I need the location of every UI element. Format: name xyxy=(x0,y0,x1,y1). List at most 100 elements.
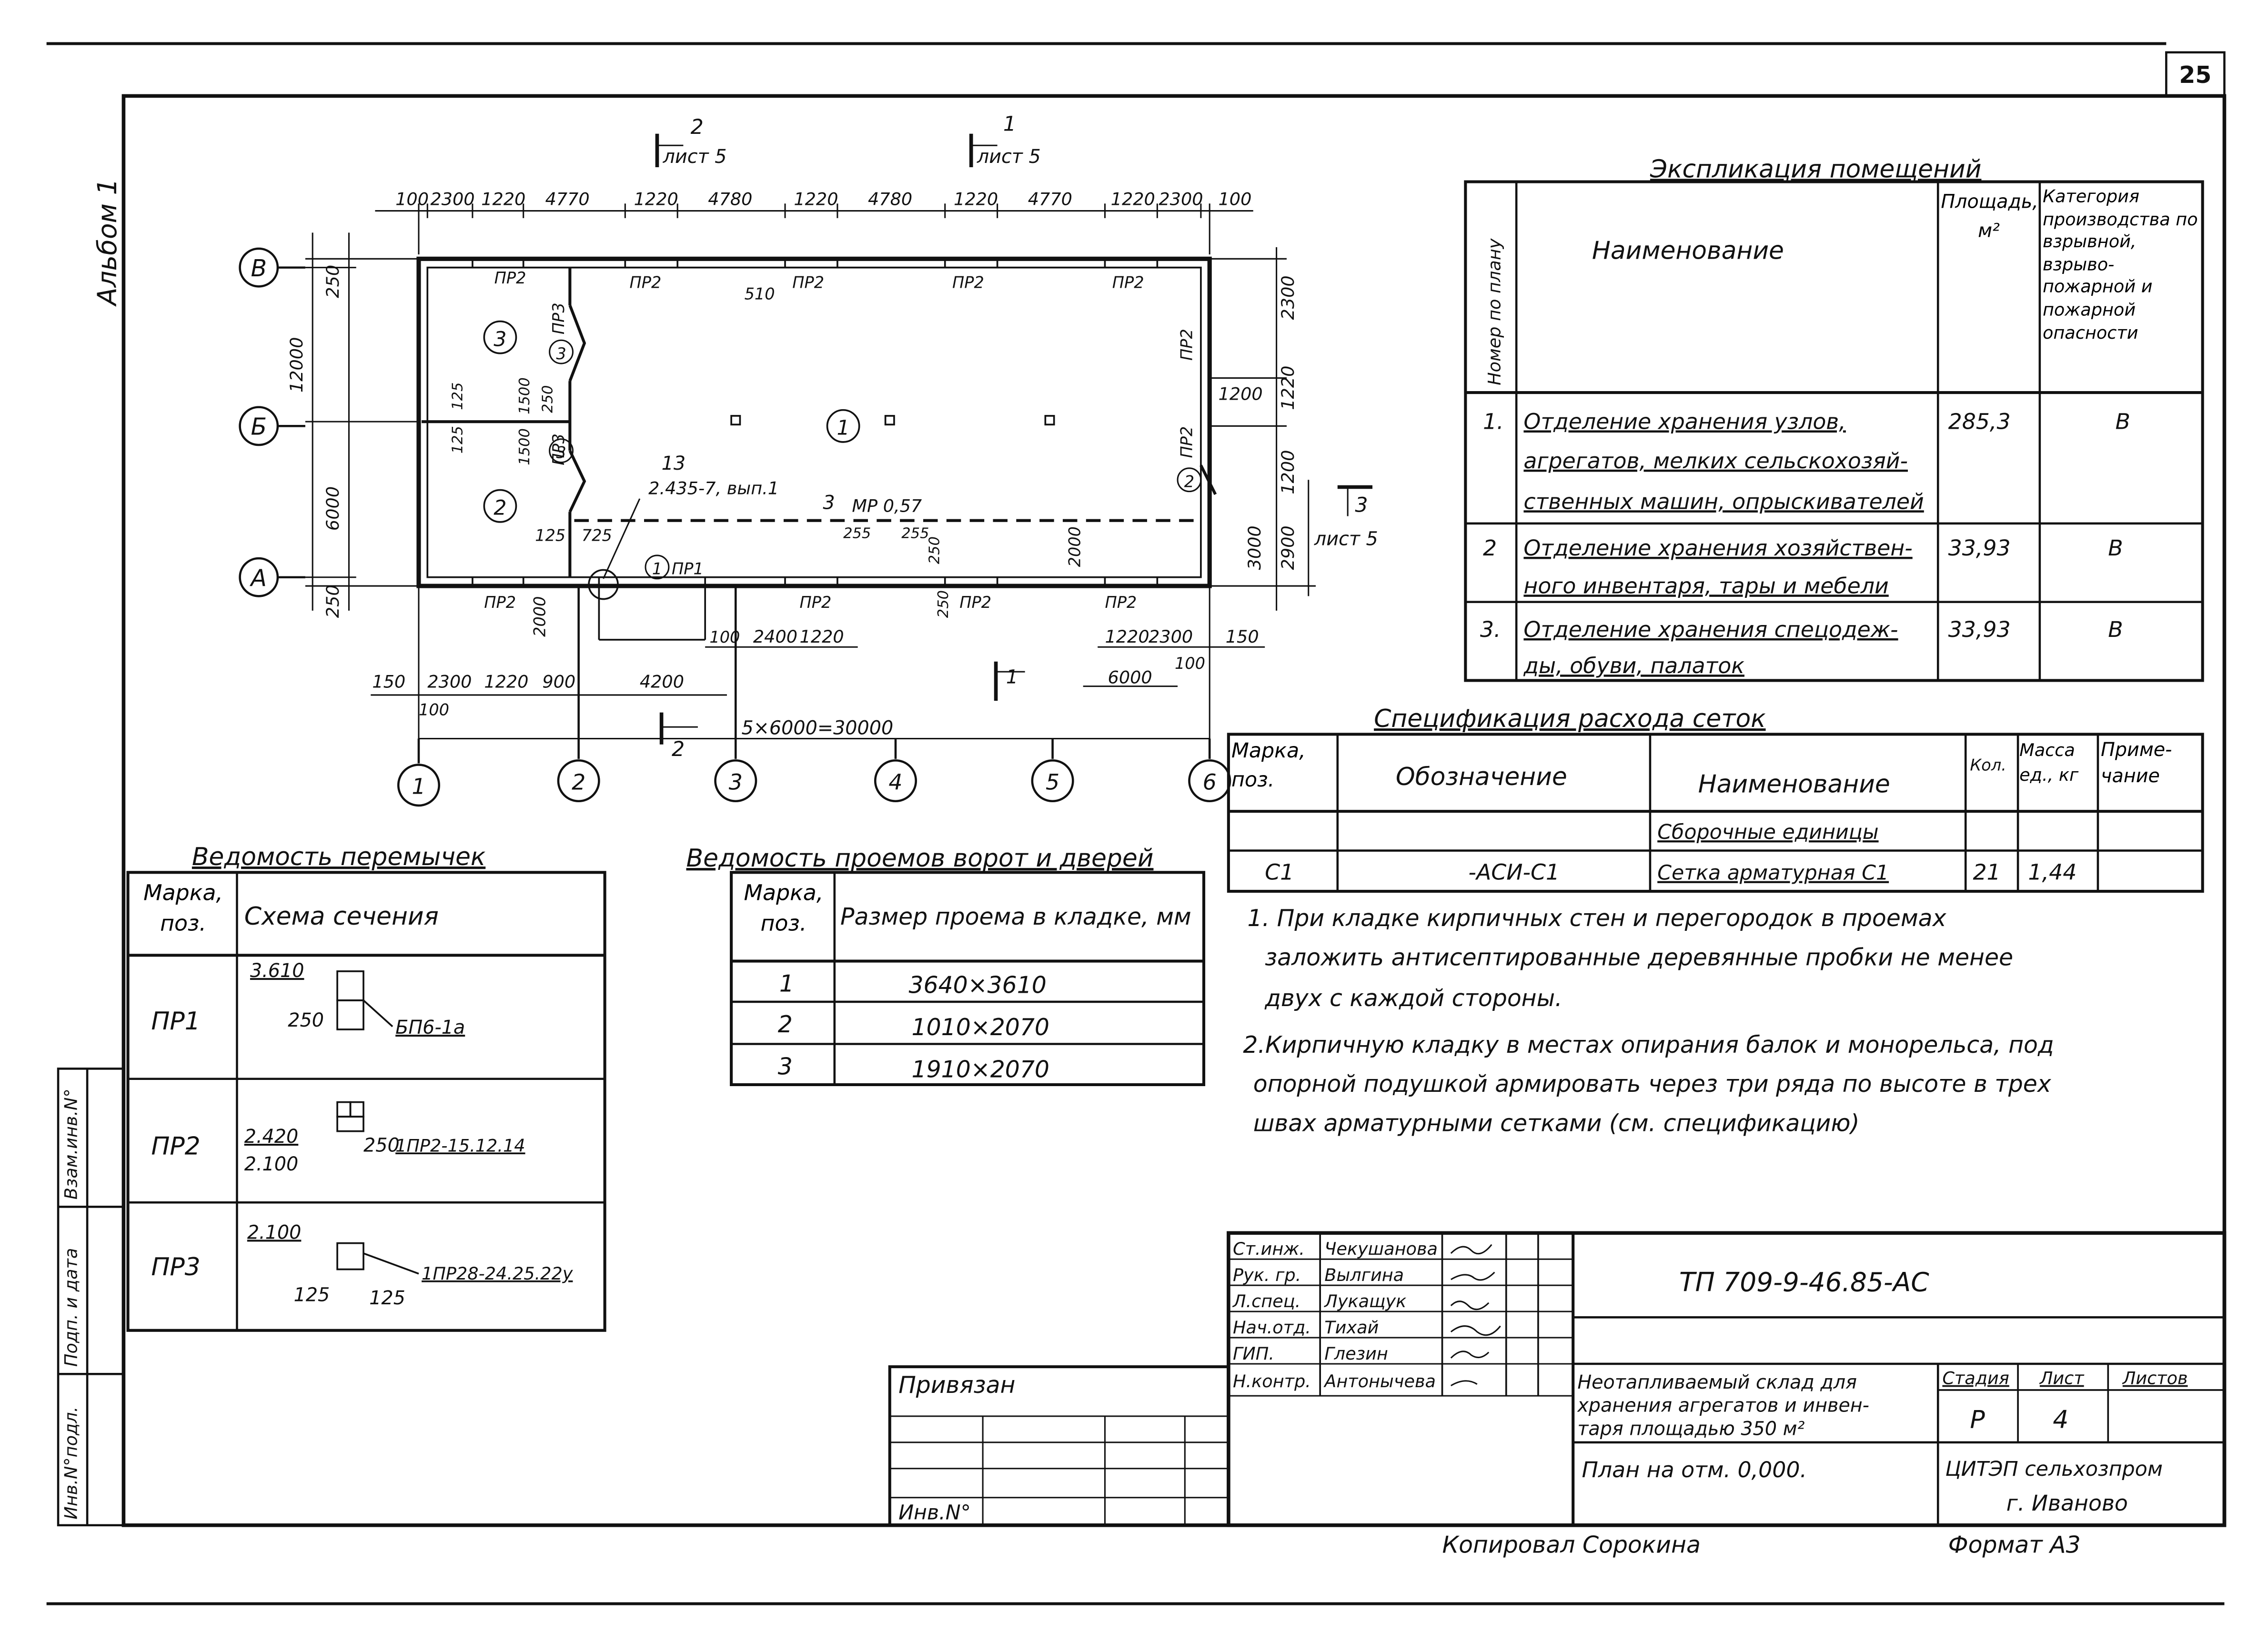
note-ref: 2.435-7, вып.1 xyxy=(648,478,779,499)
lintel-tag-1: ПР1 xyxy=(672,560,704,578)
opening-size: 1010×2070 xyxy=(912,1014,1049,1041)
lintel-tag: ПР2 xyxy=(800,593,832,612)
stamp-name: Вылгина xyxy=(1324,1265,1404,1285)
bottom-dim: 1220 xyxy=(484,672,528,692)
stamp-copied: Копировал Сорокина xyxy=(1442,1532,1701,1559)
left-dim: 12000 xyxy=(286,337,307,393)
stamp-code: ТП 709-9-46.85-АС xyxy=(1679,1267,1929,1297)
note-leader xyxy=(603,498,641,579)
opening-size: 1910×2070 xyxy=(912,1056,1049,1083)
mesh-qty: 21 xyxy=(1973,860,2000,885)
explication-cat: В xyxy=(2108,535,2123,561)
stamp-stage: Р xyxy=(1970,1405,1985,1434)
room-number: 1 xyxy=(837,416,850,440)
note-line: двух с каждой стороны. xyxy=(1264,985,1562,1012)
explication-name: ды, обуви, палаток xyxy=(1523,653,1744,678)
stamp-inventory: Инв.N° xyxy=(898,1501,971,1525)
lintel-dim: 2.100 xyxy=(247,1221,302,1243)
mp-label: МР 0,57 xyxy=(852,495,922,516)
axis-row-label: Б xyxy=(251,413,266,441)
room-number: 3 xyxy=(494,327,506,351)
mesh-header-note: Приме-чание xyxy=(2101,740,2172,788)
bottom-dim: 150 xyxy=(372,672,405,692)
album-label: Альбом 1 xyxy=(92,179,122,307)
explication-name: Отделение хранения спецодеж- xyxy=(1523,617,1898,642)
stamp-role: Л.спец. xyxy=(1232,1291,1300,1311)
stamp-name: Тихай xyxy=(1324,1317,1379,1338)
top-dims: 100 2300 1220 4770 1220 4780 1220 4780 1… xyxy=(395,189,1251,209)
stamp-role: ГИП. xyxy=(1233,1343,1274,1364)
top-dim: 2300 xyxy=(430,189,474,209)
mp-num: 3 xyxy=(823,492,835,514)
stamp-role: Ст.инж. xyxy=(1233,1239,1305,1259)
explication-grid xyxy=(1464,180,2204,682)
bottom-dim: 4200 xyxy=(640,672,684,692)
window-marks xyxy=(472,259,1159,586)
inner-dim: 125 xyxy=(450,426,466,454)
mesh-header-mark: Марка, поз. xyxy=(1231,740,1306,792)
lintel-section-pr1 xyxy=(336,970,393,1030)
stamp-org: ЦИТЭП сельхозпром xyxy=(1945,1457,2163,1481)
note-line: 1. При кладке кирпичных стен и перегород… xyxy=(1248,905,1947,932)
stamp-signatures xyxy=(1450,1244,1501,1387)
opening-size: 3640×3610 xyxy=(908,972,1046,999)
note-ref-num: 13 xyxy=(662,453,685,474)
lintel-tag: ПР2 xyxy=(959,593,991,612)
section-1-num: 1 xyxy=(1003,112,1016,136)
inner-dim: 1500 xyxy=(516,428,533,465)
lintels-header-mark-fo: Марка, поз. xyxy=(143,880,223,937)
explication-header-cat-fo: Категория производства по взрывной, взры… xyxy=(2043,186,2198,343)
explication-num: 2 xyxy=(1483,535,1497,561)
columns xyxy=(730,415,1055,426)
section-marker-2: 2 лист 5 xyxy=(655,115,727,168)
explication-num: 1. xyxy=(1483,409,1504,434)
inner-dim: 125 xyxy=(535,526,565,544)
right-dim: 2900 xyxy=(1278,525,1298,570)
mesh-header-note-fo: Приме-чание xyxy=(2101,740,2172,788)
lintel-tag: ПР2 xyxy=(1178,426,1196,458)
axis-col-label: 3 xyxy=(729,769,743,795)
top-dim: 100 xyxy=(1219,189,1252,209)
explication-area: 285,3 xyxy=(1948,409,2011,434)
stamp-role: Нач.отд. xyxy=(1233,1317,1311,1338)
opening-mark: 3 xyxy=(778,1053,793,1080)
section-3-sheet: лист 5 xyxy=(1314,528,1378,550)
top-dim: 1220 xyxy=(634,189,678,209)
stamp-org: г. Иваново xyxy=(2006,1491,2128,1516)
bottom-dim-6000: 6000 xyxy=(1108,667,1152,688)
top-dim: 4770 xyxy=(1028,189,1072,209)
lintel-dim: 125 xyxy=(369,1287,405,1309)
axis-col-label: 4 xyxy=(888,769,902,795)
inner-dim: 250 xyxy=(935,590,952,618)
section-marker-plan-2: 2 xyxy=(659,712,698,761)
stamp-sheet-header: Лист xyxy=(2039,1368,2085,1389)
room-number: 2 xyxy=(494,496,506,520)
lintel-code: 1ПР28-24.25.22у xyxy=(422,1263,574,1284)
section-marker-1: 1 лист 5 xyxy=(969,112,1041,168)
stamp-sheet: 4 xyxy=(2053,1405,2068,1434)
room-circles xyxy=(483,320,860,523)
inner-dim: 1500 xyxy=(516,377,533,414)
lintel-section-pr2 xyxy=(336,1101,364,1132)
lintels-grid xyxy=(126,871,606,1332)
mesh-header-name: Наименование xyxy=(1698,770,1890,798)
lintel-section-pr3 xyxy=(336,1242,419,1275)
partitions xyxy=(422,267,1217,577)
stamp-name: Антонычева xyxy=(1323,1371,1436,1391)
note-line: опорной подушкой армировать через три ря… xyxy=(1253,1070,2052,1098)
mesh-mass: 1,44 xyxy=(2028,860,2076,885)
explication-name: Отделение хранения хозяйствен- xyxy=(1523,535,1912,561)
lintel-dim: 250 xyxy=(363,1134,400,1156)
left-dim: 250 xyxy=(323,585,343,618)
section-2-sheet: лист 5 xyxy=(663,146,727,168)
right-dim: 2300 xyxy=(1278,275,1298,320)
top-dim: 4770 xyxy=(545,189,589,209)
inner-dim: 2000 xyxy=(530,596,549,636)
mesh-header-mass-fo: Масса ед., кг xyxy=(2019,740,2078,785)
right-dim-lines xyxy=(1210,247,1316,611)
mesh-name: Сетка арматурная С1 xyxy=(1657,861,1889,885)
axis-col-label: 6 xyxy=(1203,769,1217,795)
inner-dim: 2000 xyxy=(1066,526,1084,567)
lintels-header-scheme: Схема сечения xyxy=(244,902,439,931)
axis-col-label: 2 xyxy=(572,769,585,795)
